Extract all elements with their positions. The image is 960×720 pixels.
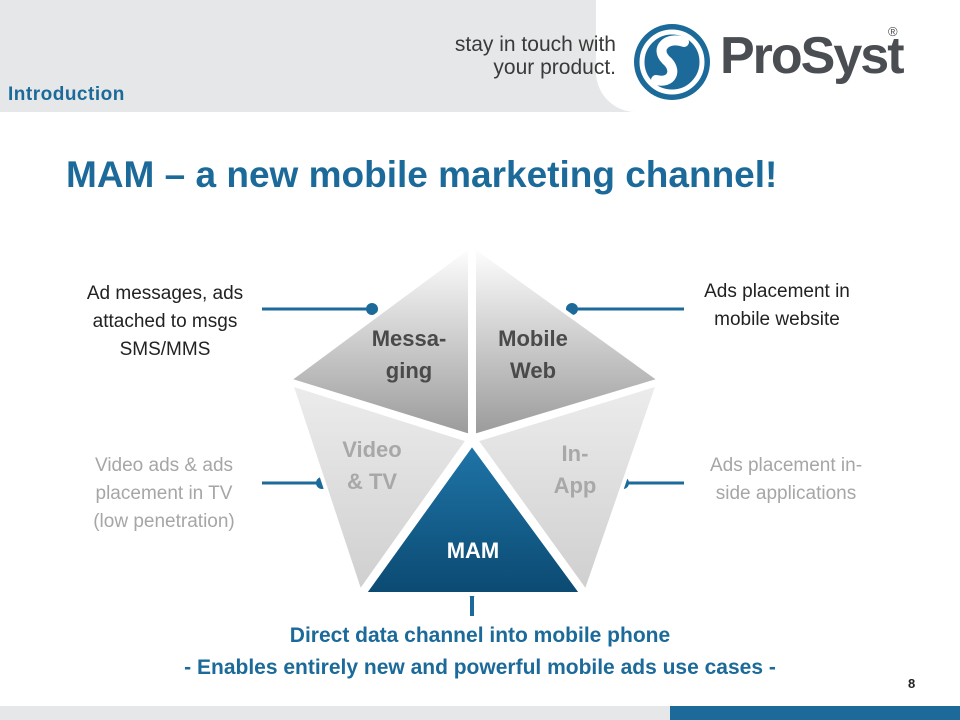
bottom-message-line-1: Direct data channel into mobile phone bbox=[289, 624, 671, 647]
tagline-line-2: your product. bbox=[493, 56, 616, 79]
callout-mobile-web-line-1: Ads placement in bbox=[704, 281, 850, 302]
brand-name: ProSyst bbox=[720, 27, 905, 85]
bottom-message-line-2: - Enables entirely new and powerful mobi… bbox=[184, 656, 776, 679]
callout-in-app: Ads placement in- side applications bbox=[676, 452, 896, 508]
callout-messaging-line-1: Ad messages, ads bbox=[86, 283, 244, 304]
segment-in-app bbox=[472, 380, 662, 597]
callout-messaging-line-3: SMS/MMS bbox=[119, 339, 211, 360]
callout-in-app-line-1: Ads placement in- bbox=[709, 455, 863, 476]
callout-mobile-web: Ads placement in mobile website bbox=[672, 278, 882, 334]
callout-video-tv-line-1: Video ads & ads bbox=[94, 455, 234, 476]
callout-video-tv: Video ads & ads placement in TV (low pen… bbox=[62, 452, 266, 536]
label-mobile-web-1: Mobile bbox=[498, 326, 568, 351]
label-in-app-1: In- bbox=[562, 441, 589, 466]
callout-messaging-line-2: attached to msgs bbox=[92, 311, 238, 332]
registered-mark: ® bbox=[888, 24, 898, 39]
callout-in-app-line-2: side applications bbox=[715, 483, 857, 504]
page-number: 8 bbox=[908, 676, 916, 691]
callout-mobile-web-line-2: mobile website bbox=[714, 309, 840, 330]
tagline-line-1: stay in touch with bbox=[454, 33, 616, 56]
callout-video-tv-line-2: placement in TV bbox=[95, 483, 233, 504]
segment-mobile-web bbox=[472, 242, 665, 439]
segment-video-tv bbox=[287, 380, 472, 597]
label-video-tv-2: & TV bbox=[347, 469, 397, 494]
label-mobile-web-2: Web bbox=[510, 358, 556, 383]
callout-video-tv-line-3: (low penetration) bbox=[93, 511, 235, 532]
segment-messaging bbox=[284, 242, 472, 439]
tagline: stay in touch with your product. bbox=[446, 33, 616, 79]
label-mam: MAM bbox=[447, 538, 500, 563]
page-title: MAM – a new mobile marketing channel! bbox=[66, 154, 778, 195]
segment-mam bbox=[360, 440, 586, 596]
label-video-tv-1: Video bbox=[342, 437, 402, 462]
callout-messaging: Ad messages, ads attached to msgs SMS/MM… bbox=[60, 280, 270, 364]
prosyst-logo-icon bbox=[634, 24, 710, 100]
section-label: Introduction bbox=[8, 84, 125, 105]
connector-dot-messaging bbox=[366, 303, 378, 315]
label-messaging-2: ging bbox=[386, 358, 432, 383]
footer-bar-blue bbox=[670, 706, 960, 720]
footer-bar-grey bbox=[0, 706, 670, 720]
label-in-app-2: App bbox=[554, 473, 597, 498]
label-messaging-1: Messa- bbox=[372, 326, 447, 351]
